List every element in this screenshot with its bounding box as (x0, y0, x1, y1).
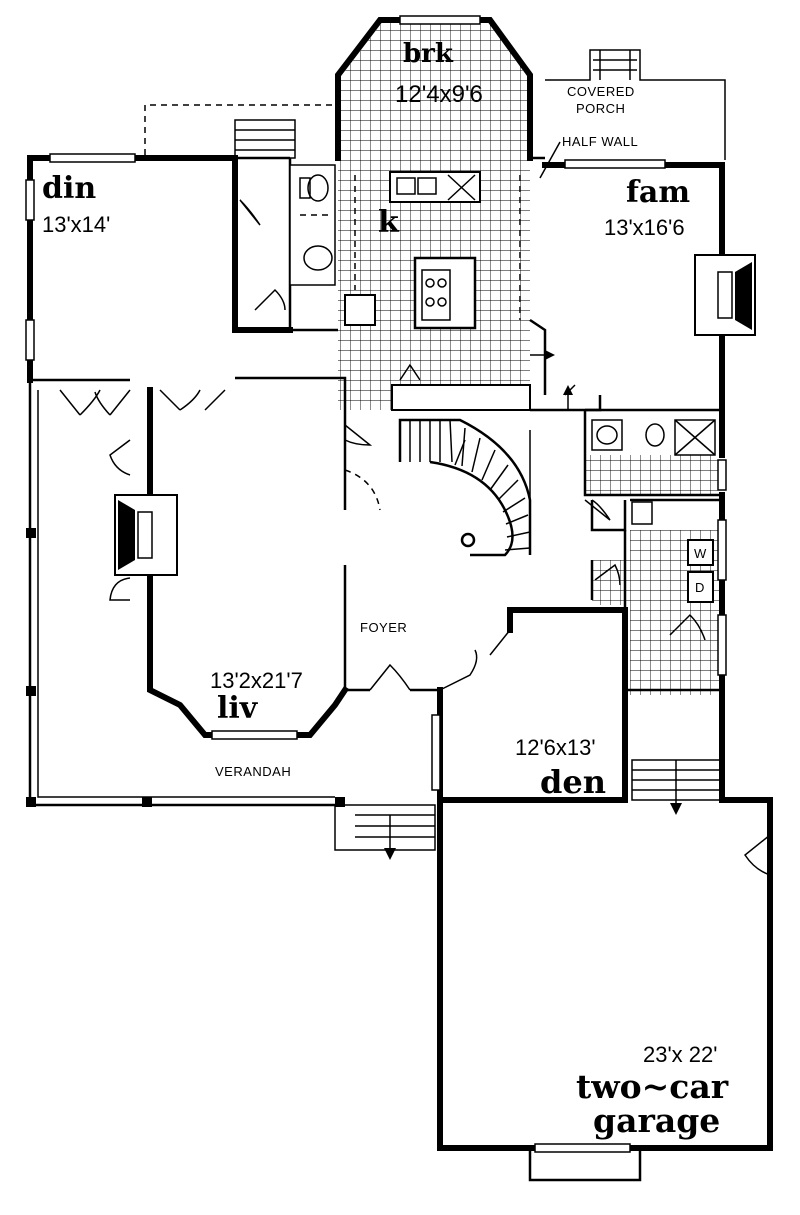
kitchen-name: k (378, 205, 400, 240)
fireplaces (114, 254, 756, 576)
washer-icon (687, 539, 714, 566)
window (211, 730, 298, 740)
garage-dims: 23'x 22' (643, 1042, 717, 1067)
living-name: liv (217, 691, 259, 726)
washer-label: W (694, 546, 707, 561)
window (431, 714, 441, 791)
kitchen-fixtures (344, 171, 531, 411)
window (717, 614, 727, 676)
dryer-icon (687, 571, 714, 603)
verandah-label: VERANDAH (215, 764, 291, 779)
window (564, 159, 666, 169)
dining-dims: 13'x14' (42, 212, 110, 237)
family-dims: 13'x16'6 (604, 215, 685, 240)
garage-name-line1: two~car (576, 1067, 729, 1106)
steps (234, 119, 721, 860)
window (534, 1143, 631, 1153)
window (49, 153, 136, 163)
window (717, 519, 727, 581)
window (25, 179, 35, 221)
arrows (530, 350, 573, 410)
verandah (26, 380, 345, 807)
foyer-label: FOYER (360, 620, 407, 635)
covered-porch (545, 49, 726, 160)
breakfast-dims: 12'4x9'6 (395, 81, 483, 108)
window (25, 319, 35, 361)
living-dims: 13'2x21'7 (210, 668, 303, 693)
covered-porch-label-2: PORCH (576, 101, 625, 116)
room-labels: brk 12'4x9'6 k din 13'x14' fam 13'x16'6 … (42, 39, 729, 1140)
family-name: fam (626, 175, 690, 210)
verandah-post (26, 528, 36, 538)
half-wall-label: HALF WALL (562, 134, 638, 149)
dryer-label: D (695, 580, 705, 595)
den-dims: 12'6x13' (515, 735, 596, 760)
window (399, 15, 481, 25)
windows (25, 15, 727, 1182)
garage-name-line2: garage (593, 1101, 720, 1140)
dining-name: din (42, 171, 96, 206)
covered-porch-label-1: COVERED (567, 84, 635, 99)
breakfast-name: brk (403, 39, 454, 69)
verandah-post (26, 686, 36, 696)
verandah-post (335, 797, 345, 807)
roof-outline (144, 104, 338, 155)
window (717, 459, 727, 491)
verandah-post (26, 797, 36, 807)
laundry: W D (687, 539, 714, 603)
bath-fixtures (289, 164, 716, 525)
notes: COVERED PORCH HALF WALL FOYER VERANDAH (215, 84, 638, 779)
den-name: den (540, 763, 606, 801)
staircase (398, 418, 532, 557)
tiled-floors (338, 20, 720, 695)
doors (59, 199, 771, 876)
verandah-post (142, 797, 152, 807)
